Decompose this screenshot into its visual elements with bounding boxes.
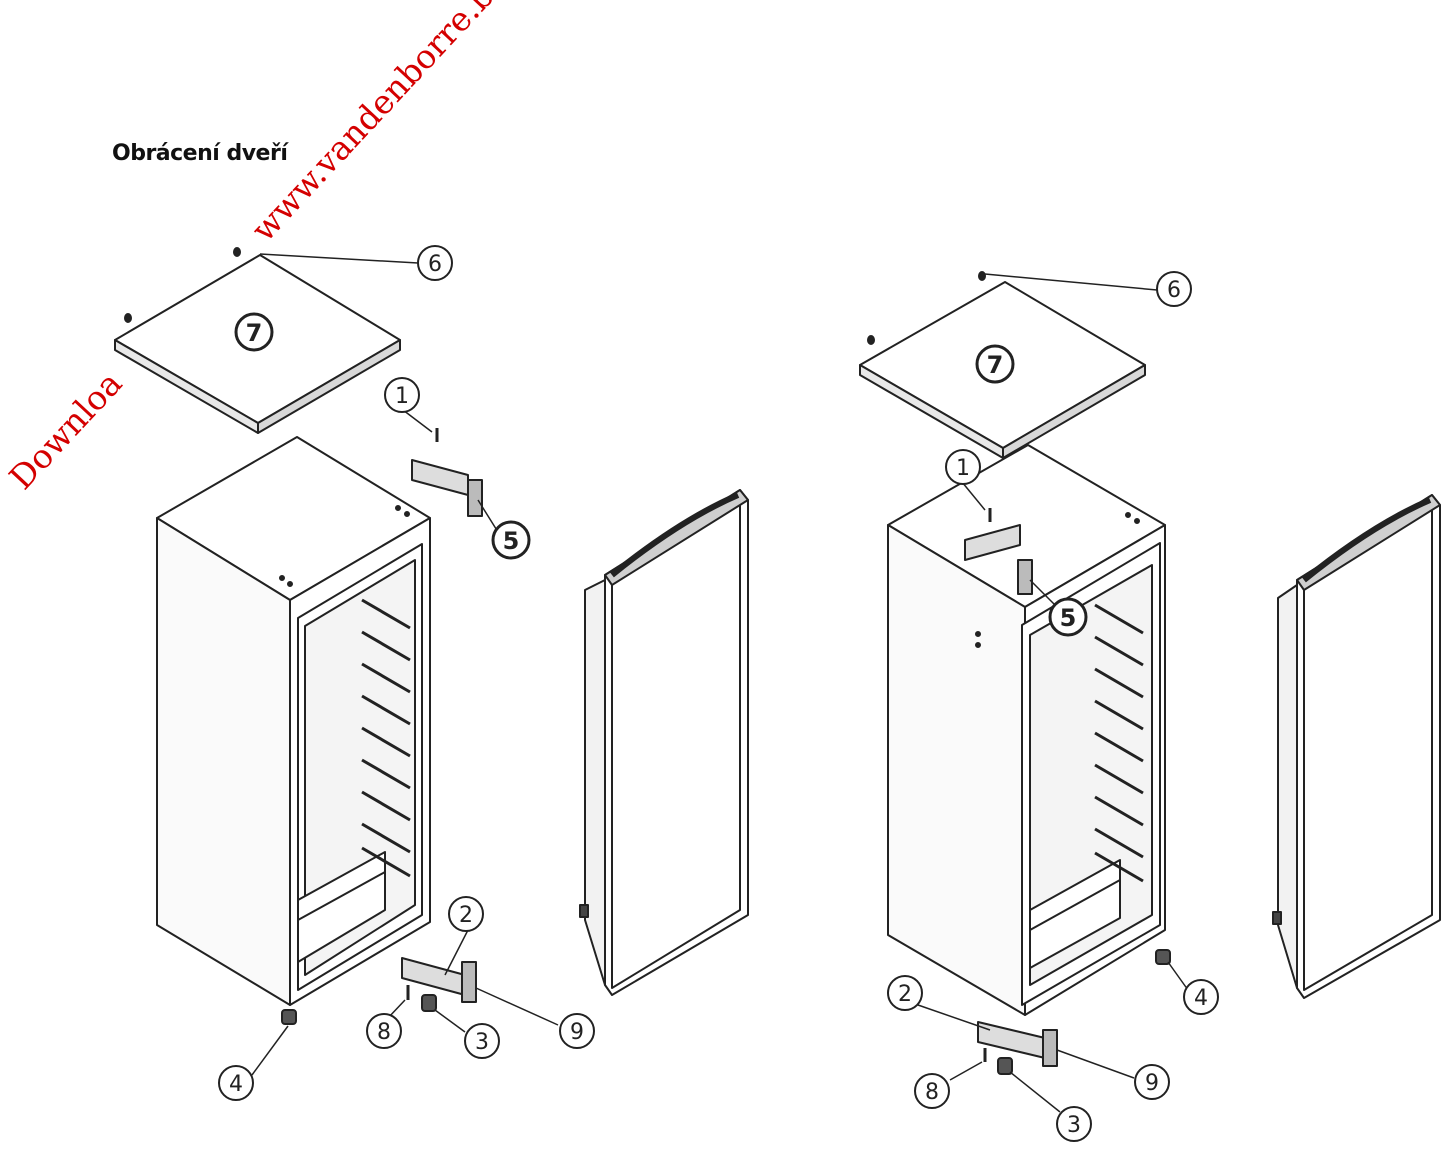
right-upper-hinge xyxy=(961,481,1056,606)
callout-6-right: 6 xyxy=(1156,271,1192,307)
callout-7-right: 7 xyxy=(975,344,1015,384)
left-lower-hinge xyxy=(387,929,559,1033)
svg-text:4: 4 xyxy=(229,1072,243,1097)
left-foot-part4 xyxy=(251,1009,297,1076)
right-cabinet xyxy=(887,444,1166,1016)
left-assembly xyxy=(114,247,749,1076)
left-cabinet xyxy=(156,436,431,1006)
svg-text:8: 8 xyxy=(377,1020,391,1045)
svg-text:7: 7 xyxy=(987,351,1004,379)
svg-text:8: 8 xyxy=(925,1080,939,1105)
callout-2-left: 2 xyxy=(448,896,484,932)
callout-9-left: 9 xyxy=(559,1013,595,1049)
right-door xyxy=(1272,494,1441,999)
callout-8-left: 8 xyxy=(366,1013,402,1049)
callout-8-right: 8 xyxy=(914,1073,950,1109)
callout-3-left: 3 xyxy=(464,1023,500,1059)
callout-2-right: 2 xyxy=(887,975,923,1011)
callout-5-left: 5 xyxy=(491,520,531,560)
right-lower-hinge xyxy=(917,1004,1135,1113)
section-heading: Obrácení dveří xyxy=(112,141,288,166)
svg-text:6: 6 xyxy=(428,252,442,277)
svg-text:5: 5 xyxy=(1060,604,1077,632)
callout-3-right: 3 xyxy=(1056,1106,1092,1142)
svg-text:1: 1 xyxy=(956,456,970,481)
svg-text:7: 7 xyxy=(246,319,263,347)
svg-text:4: 4 xyxy=(1194,986,1208,1011)
callout-1-right: 1 xyxy=(945,449,981,485)
right-assembly xyxy=(859,271,1441,1113)
svg-text:2: 2 xyxy=(459,903,473,928)
svg-text:6: 6 xyxy=(1167,278,1181,303)
callout-4-left: 4 xyxy=(218,1065,254,1101)
left-upper-hinge xyxy=(402,409,499,533)
svg-text:1: 1 xyxy=(395,384,409,409)
svg-text:9: 9 xyxy=(570,1020,584,1045)
svg-text:9: 9 xyxy=(1145,1071,1159,1096)
svg-text:2: 2 xyxy=(898,982,912,1007)
left-door xyxy=(579,489,749,996)
callout-5-right: 5 xyxy=(1048,597,1088,637)
callout-4-right: 4 xyxy=(1183,979,1219,1015)
right-foot-part4 xyxy=(1155,949,1189,991)
callout-6-left: 6 xyxy=(417,245,453,281)
left-shelves xyxy=(361,598,411,878)
svg-text:3: 3 xyxy=(475,1030,489,1055)
svg-text:3: 3 xyxy=(1067,1113,1081,1138)
callout-1-left: 1 xyxy=(384,377,420,413)
svg-text:5: 5 xyxy=(503,527,520,555)
callout-9-right: 9 xyxy=(1134,1064,1170,1100)
callout-7-left: 7 xyxy=(234,312,274,352)
right-shelves xyxy=(1094,603,1144,883)
